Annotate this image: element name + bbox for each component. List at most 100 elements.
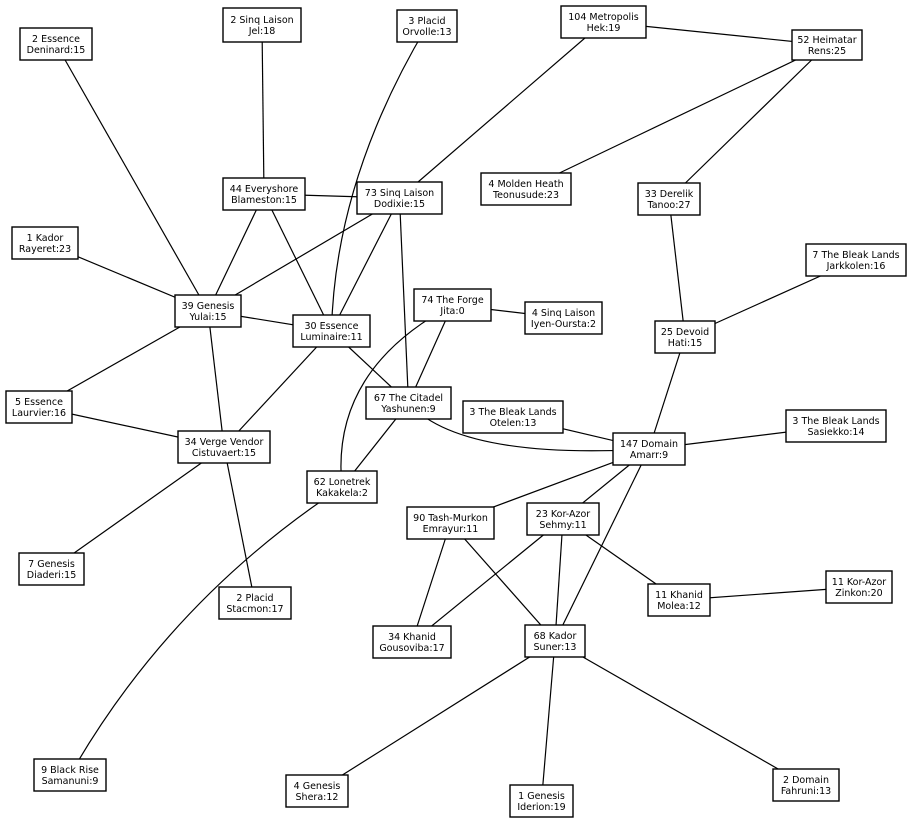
edge-korazor_sehmy-khanid_gousoviba bbox=[411, 518, 564, 643]
node-region-label: 147 Domain bbox=[620, 439, 678, 450]
node-box bbox=[825, 570, 893, 604]
node-box bbox=[372, 625, 452, 659]
node-system-label: Dodixie:15 bbox=[374, 199, 425, 210]
edge-sinq_jel-everyshore_blameston bbox=[261, 24, 265, 195]
edge-verge_cistuvaert-placid_stacmon bbox=[223, 446, 256, 604]
node-box bbox=[174, 294, 242, 328]
node-region-label: 74 The Forge bbox=[421, 295, 484, 306]
node-system-label: Molea:12 bbox=[657, 601, 701, 612]
node-system-label: Samanuni:9 bbox=[42, 776, 99, 787]
node-system-label: Jita:0 bbox=[439, 306, 464, 317]
node-system-label: Rayeret:23 bbox=[19, 244, 71, 255]
node-system-label: Fahruni:13 bbox=[781, 786, 831, 797]
node-region-label: 25 Devoid bbox=[661, 327, 709, 338]
node-system-label: Tanoo:27 bbox=[647, 200, 691, 211]
node-region-label: 2 Domain bbox=[783, 775, 829, 786]
node-region-label: 5 Essence bbox=[15, 397, 63, 408]
edge-heimatar_rens-molden_teonusude bbox=[525, 44, 828, 190]
edge-essence_luminaire-verge_cistuvaert bbox=[223, 330, 332, 448]
node-system-label: Iderion:19 bbox=[517, 802, 565, 813]
node-box bbox=[356, 181, 443, 215]
node-system-label: Laurvier:16 bbox=[12, 408, 66, 419]
node-system-label: Emrayur:11 bbox=[423, 524, 479, 535]
node-system-label: Sasiekko:14 bbox=[807, 427, 864, 438]
node-region-label: 4 Genesis bbox=[294, 781, 341, 792]
node-box bbox=[413, 288, 492, 322]
node-box bbox=[791, 29, 863, 61]
edge-devoid_hati-domain_amarr bbox=[648, 336, 686, 450]
node-region-label: 68 Kador bbox=[534, 631, 577, 642]
node-system-label: Sehmy:11 bbox=[539, 520, 586, 531]
node-box bbox=[365, 386, 452, 420]
node-box bbox=[406, 506, 495, 540]
node-box bbox=[306, 470, 378, 504]
node-region-label: 67 The Citadel bbox=[374, 393, 443, 404]
node-box bbox=[285, 774, 349, 808]
edge-forge_jita-lonetrek_kakakela bbox=[340, 304, 453, 488]
node-system-label: Suner:13 bbox=[534, 642, 577, 653]
node-region-label: 3 The Bleak Lands bbox=[469, 407, 556, 418]
edge-essence_deninard-genesis_yulai bbox=[55, 43, 209, 312]
node-box bbox=[509, 784, 574, 818]
node-region-label: 30 Essence bbox=[305, 321, 359, 332]
node-box bbox=[654, 320, 716, 354]
node-box bbox=[647, 583, 711, 617]
node-region-label: 104 Metropolis bbox=[568, 12, 639, 23]
node-system-label: Kakakela:2 bbox=[316, 488, 368, 499]
edge-lonetrek_kakakela-blackrise_samanuni bbox=[69, 486, 343, 776]
node-region-label: 7 The Bleak Lands bbox=[812, 250, 899, 261]
node-region-label: 34 Khanid bbox=[388, 632, 436, 643]
edge-tash_emrayur-kador_suner bbox=[450, 522, 556, 642]
node-system-label: Yashunen:9 bbox=[380, 404, 435, 415]
edge-kador_suner-domain_fahruni bbox=[554, 640, 807, 786]
node-system-label: Jel:18 bbox=[248, 26, 276, 37]
node-region-label: 1 Kador bbox=[27, 233, 64, 244]
node-box bbox=[785, 409, 887, 443]
node-box bbox=[18, 552, 85, 586]
node-box bbox=[5, 390, 73, 424]
node-region-label: 73 Sinq Laison bbox=[365, 188, 434, 199]
node-box bbox=[222, 7, 302, 43]
edge-tash_emrayur-khanid_gousoviba bbox=[411, 522, 452, 643]
node-region-label: 90 Tash-Murkon bbox=[413, 513, 488, 524]
edge-everyshore_blameston-genesis_yulai bbox=[207, 193, 265, 312]
node-region-label: 4 Molden Heath bbox=[488, 179, 563, 190]
